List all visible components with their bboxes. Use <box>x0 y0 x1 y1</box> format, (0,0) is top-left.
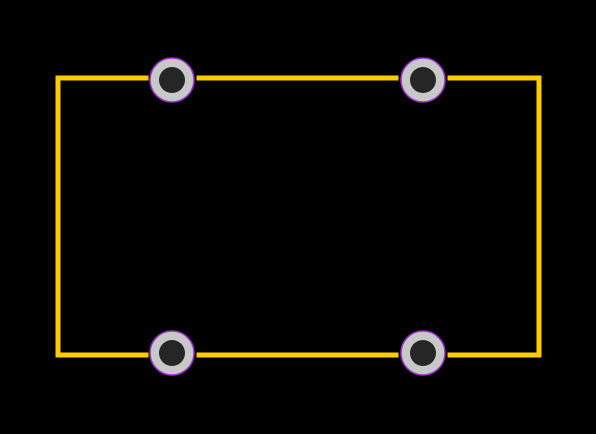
pad-top-right[interactable] <box>400 57 446 103</box>
pad-top-left[interactable] <box>149 57 195 103</box>
pad-hole <box>159 340 185 366</box>
pad-bottom-left[interactable] <box>149 330 195 376</box>
trace-left-loop <box>55 75 149 358</box>
pad-hole <box>410 340 436 366</box>
pad-hole <box>410 67 436 93</box>
traces <box>55 75 542 358</box>
pad-bottom-right[interactable] <box>400 330 446 376</box>
trace-right-loop <box>447 75 542 358</box>
pad-hole <box>159 67 185 93</box>
